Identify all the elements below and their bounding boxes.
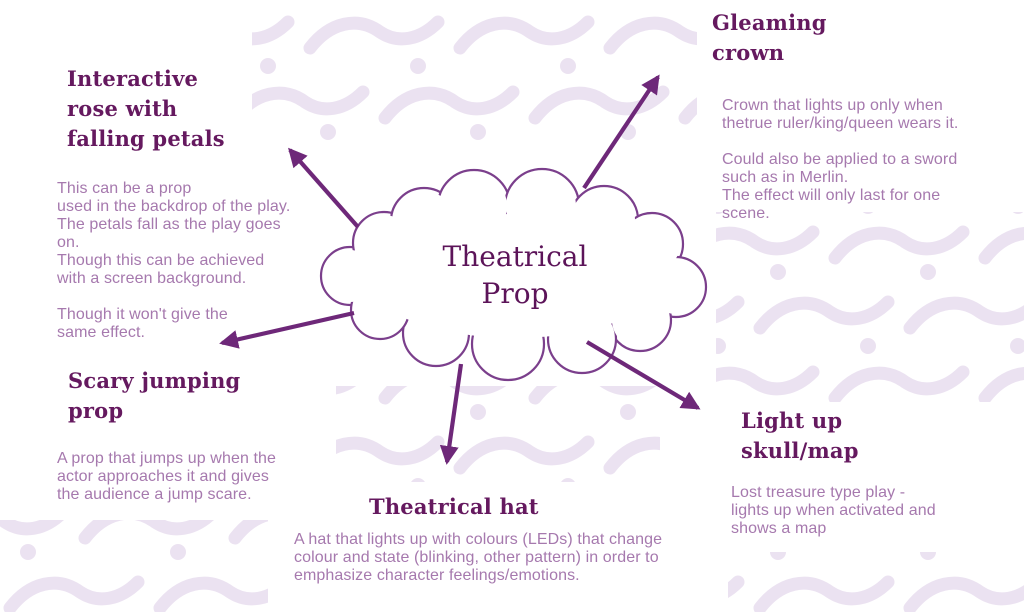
arrow-to-rose (288, 147, 360, 229)
cloud-interior-fill (324, 172, 703, 377)
squiggle-patch-bottom-right (728, 552, 1024, 612)
node-description-scary: A prop that jumps up when the actor appr… (57, 450, 277, 503)
cloud-title: Theatrical Prop (442, 240, 588, 310)
node-description-crown: Crown that lights up only when thetrue r… (722, 97, 959, 222)
arrow-to-scary (219, 310, 355, 349)
node-title-scary: Scary jumping prop (68, 368, 241, 423)
node-title-skull: Light up skull/map (741, 408, 859, 463)
arrow-to-crown (582, 74, 660, 190)
arrow-to-hat (439, 363, 464, 465)
node-description-hat: A hat that lights up with colours (LEDs)… (294, 531, 663, 584)
squiggle-patch-top (252, 6, 697, 148)
node-description-skull: Lost treasure type play - lights up when… (731, 484, 936, 537)
node-description-rose: This can be a prop used in the backdrop … (57, 180, 291, 341)
connector-arrows (219, 74, 701, 465)
node-title-crown: Gleaming crown (712, 10, 827, 65)
arrow-to-skull (585, 340, 701, 410)
background-squiggle-patches (0, 6, 1024, 612)
node-title-rose: Interactive rose with falling petals (67, 66, 225, 151)
squiggle-patch-center-bottom (336, 386, 660, 482)
node-title-hat: Theatrical hat (369, 494, 539, 519)
squiggle-patch-right (716, 212, 1024, 402)
squiggle-patch-bottom-left (0, 520, 268, 612)
